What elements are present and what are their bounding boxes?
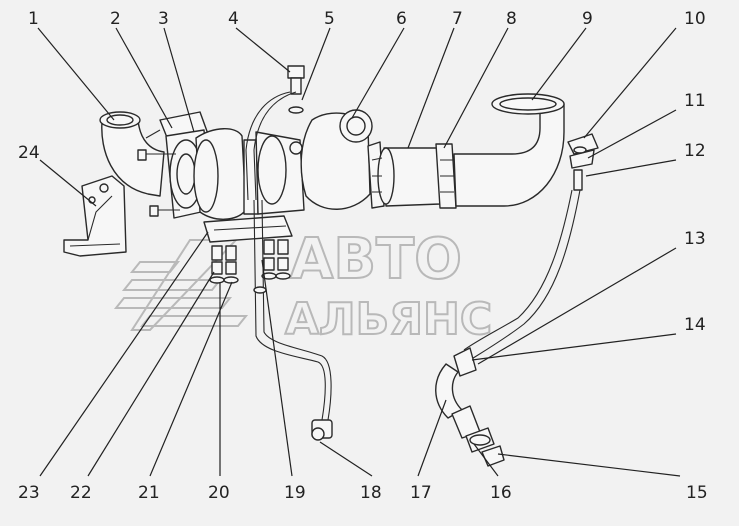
callout-21: 21: [138, 483, 160, 503]
callout-6: 6: [396, 9, 407, 29]
callout-10: 10: [684, 9, 706, 29]
watermark-line2: АЛЬЯНС: [285, 294, 492, 345]
watermark-line1: АВТО: [290, 227, 462, 292]
callout-13: 13: [684, 229, 706, 249]
callout-20: 20: [208, 483, 230, 503]
callout-8: 8: [506, 9, 517, 29]
callout-24: 24: [18, 143, 40, 163]
callout-16: 16: [490, 483, 512, 503]
watermark: АВТО АЛЬЯНС: [113, 226, 493, 346]
callout-5: 5: [324, 9, 335, 29]
part-18-19-oil-drain: [253, 199, 333, 441]
callout-23: 23: [18, 483, 40, 503]
part-13-14-17-return-hose: [435, 189, 581, 419]
callout-15: 15: [686, 483, 708, 503]
turbocharger-body: [193, 128, 305, 243]
part-6-outlet-elbow: [289, 109, 373, 210]
part-20-23-fasteners: [209, 239, 291, 284]
callout-12: 12: [684, 141, 706, 161]
callout-19: 19: [284, 483, 306, 503]
callout-14: 14: [684, 315, 706, 335]
part-4-5-oil-feed: [245, 65, 305, 201]
part-10-12-clamp: [567, 133, 599, 191]
callout-3: 3: [158, 9, 169, 29]
callout-11: 11: [684, 91, 706, 111]
callout-2: 2: [110, 9, 121, 29]
callout-4: 4: [228, 9, 239, 29]
leader-lines: [37, 27, 681, 477]
callout-17: 17: [410, 483, 432, 503]
callout-7: 7: [452, 9, 463, 29]
callout-9: 9: [582, 9, 593, 29]
part-15-16-end-fitting: [451, 405, 505, 467]
callout-18: 18: [360, 483, 382, 503]
part-9-intake-pipe: [453, 93, 565, 207]
callout-22: 22: [70, 483, 92, 503]
callout-numbers: 1 2 3 4 5 6 7 8 9 10 11 12 13 14 15 16 1…: [18, 9, 708, 503]
part-7-8-hose-clamps: [367, 141, 457, 209]
callout-1: 1: [28, 9, 39, 29]
